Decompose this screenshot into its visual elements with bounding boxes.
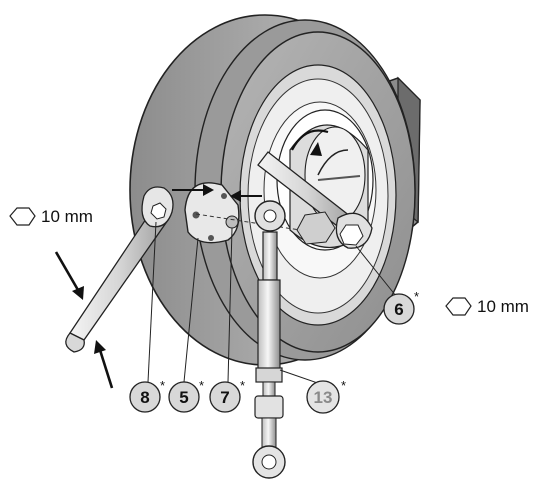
clamp-nut bbox=[296, 211, 336, 245]
svg-text:*: * bbox=[199, 378, 204, 393]
svg-text:7: 7 bbox=[220, 388, 229, 407]
svg-text:6: 6 bbox=[394, 300, 403, 319]
svg-text:*: * bbox=[240, 378, 245, 393]
callout-13: 13 * bbox=[306, 378, 346, 414]
callout-6: 6 * bbox=[383, 289, 419, 325]
wrench-direction-arrows bbox=[54, 251, 114, 389]
hexagon-icon-left bbox=[9, 207, 36, 226]
svg-text:5: 5 bbox=[179, 388, 188, 407]
left-wrench bbox=[65, 186, 174, 353]
svg-text:*: * bbox=[414, 289, 419, 304]
assembly-arrows bbox=[172, 184, 301, 231]
svg-text:13: 13 bbox=[314, 388, 333, 407]
hexagon-icon-right bbox=[445, 297, 472, 316]
right-wrench bbox=[257, 151, 373, 249]
torque-rod bbox=[252, 200, 286, 479]
svg-text:*: * bbox=[341, 378, 346, 393]
torque-bracket bbox=[184, 182, 240, 244]
svg-text:8: 8 bbox=[140, 388, 149, 407]
svg-text:*: * bbox=[160, 378, 165, 393]
callout-7: 7 * bbox=[209, 378, 245, 413]
callout-8: 8 * bbox=[129, 378, 165, 413]
callout-5: 5 * bbox=[168, 378, 204, 413]
wrench-size-left: 10 mm bbox=[41, 207, 93, 226]
rotation-arrow-icon bbox=[291, 129, 329, 156]
wrench-size-right: 10 mm bbox=[477, 297, 529, 316]
